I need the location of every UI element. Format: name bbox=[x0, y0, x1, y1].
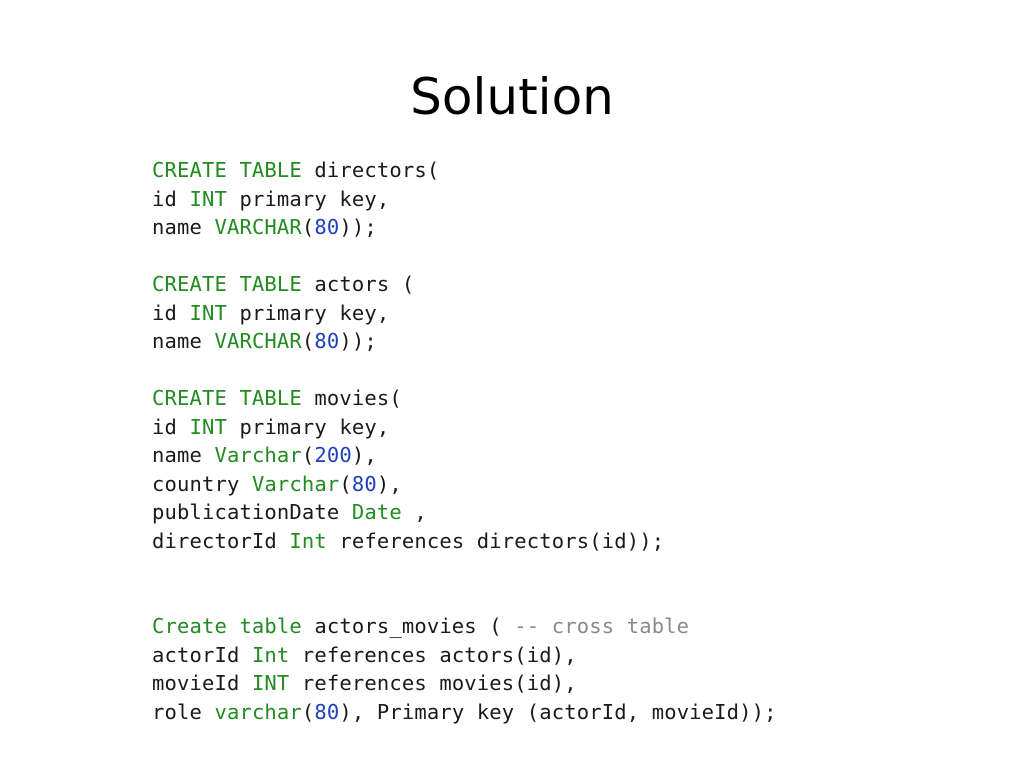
sql-text: directors( bbox=[301, 158, 440, 182]
sql-text: name bbox=[152, 215, 215, 239]
sql-keyword: Create table bbox=[152, 614, 302, 638]
sql-text: references directors(id)); bbox=[326, 528, 665, 553]
sql-keyword: INT bbox=[251, 671, 290, 695]
sql-text: actors_movies ( bbox=[301, 614, 515, 638]
code-line: Create table actors_movies ( -- cross ta… bbox=[152, 612, 777, 641]
sql-number: 80 bbox=[314, 329, 340, 353]
code-line: id INT primary key, bbox=[152, 299, 777, 328]
code-line: movieId INT references movies(id), bbox=[152, 669, 777, 698]
sql-text: )); bbox=[339, 329, 377, 353]
code-line: name Varchar(200), bbox=[152, 441, 777, 470]
sql-text: country bbox=[152, 471, 252, 496]
sql-text: ), bbox=[376, 471, 402, 496]
code-line: country Varchar(80), bbox=[152, 470, 777, 499]
sql-text: role bbox=[152, 699, 215, 724]
sql-keyword: INT bbox=[189, 300, 227, 325]
sql-text: actors ( bbox=[301, 272, 415, 296]
sql-keyword: Varchar bbox=[214, 443, 302, 467]
sql-keyword: Int bbox=[251, 642, 290, 667]
slide-title: Solution bbox=[410, 68, 614, 126]
sql-text: primary key, bbox=[226, 186, 390, 211]
code-line: publicationDate Date , bbox=[152, 498, 777, 527]
sql-text: directorId bbox=[152, 528, 290, 553]
sql-keyword: INT bbox=[189, 414, 227, 439]
sql-keyword: Date bbox=[351, 500, 402, 524]
sql-keyword: CREATE TABLE bbox=[152, 272, 302, 296]
sql-number: 80 bbox=[314, 215, 340, 239]
sql-text: primary key, bbox=[226, 300, 390, 325]
sql-text: ( bbox=[301, 329, 315, 353]
code-line: name VARCHAR(80)); bbox=[152, 327, 777, 356]
sql-text: references movies(id), bbox=[289, 671, 577, 695]
sql-text: references actors(id), bbox=[289, 642, 577, 667]
sql-keyword: Int bbox=[289, 528, 327, 553]
sql-text: ( bbox=[301, 443, 315, 467]
code-line: CREATE TABLE actors ( bbox=[152, 270, 777, 299]
sql-number: 80 bbox=[351, 471, 377, 496]
sql-text: movieId bbox=[152, 671, 252, 695]
sql-keyword: CREATE TABLE bbox=[152, 386, 302, 410]
sql-code-block: CREATE TABLE directors(id INT primary ke… bbox=[152, 156, 777, 726]
code-line: actorId Int references actors(id), bbox=[152, 641, 777, 670]
sql-text: ( bbox=[339, 471, 352, 496]
sql-text: primary key, bbox=[226, 414, 390, 439]
sql-text: movies( bbox=[301, 386, 402, 410]
sql-text: ), bbox=[351, 443, 377, 467]
code-line bbox=[152, 356, 777, 385]
code-line: CREATE TABLE movies( bbox=[152, 384, 777, 413]
sql-keyword: CREATE TABLE bbox=[152, 158, 302, 182]
code-line bbox=[152, 242, 777, 271]
sql-text: ( bbox=[301, 699, 315, 724]
code-line: role varchar(80), Primary key (actorId, … bbox=[152, 698, 777, 727]
sql-number: 200 bbox=[314, 443, 352, 467]
code-line: name VARCHAR(80)); bbox=[152, 213, 777, 242]
sql-text: ( bbox=[301, 215, 315, 239]
sql-number: 80 bbox=[314, 699, 340, 724]
code-line: CREATE TABLE directors( bbox=[152, 156, 777, 185]
sql-text: ), Primary key (actorId, movieId)); bbox=[339, 699, 777, 724]
sql-keyword: VARCHAR bbox=[214, 215, 302, 239]
sql-keyword: VARCHAR bbox=[214, 329, 302, 353]
code-line: id INT primary key, bbox=[152, 185, 777, 214]
sql-text: id bbox=[152, 414, 190, 439]
sql-text: )); bbox=[339, 215, 377, 239]
sql-text: publicationDate bbox=[152, 500, 352, 524]
sql-text: name bbox=[152, 329, 215, 353]
sql-keyword: varchar bbox=[214, 699, 302, 724]
sql-keyword: Varchar bbox=[251, 471, 340, 496]
sql-text: id bbox=[152, 186, 190, 211]
sql-text: , bbox=[401, 500, 427, 524]
code-line: id INT primary key, bbox=[152, 413, 777, 442]
sql-text: name bbox=[152, 443, 215, 467]
code-line bbox=[152, 584, 777, 613]
sql-text: id bbox=[152, 300, 190, 325]
code-line: directorId Int references directors(id))… bbox=[152, 527, 777, 556]
sql-keyword: INT bbox=[189, 186, 227, 211]
code-line bbox=[152, 555, 777, 584]
sql-comment: -- cross table bbox=[514, 614, 690, 638]
sql-text: actorId bbox=[152, 642, 252, 667]
